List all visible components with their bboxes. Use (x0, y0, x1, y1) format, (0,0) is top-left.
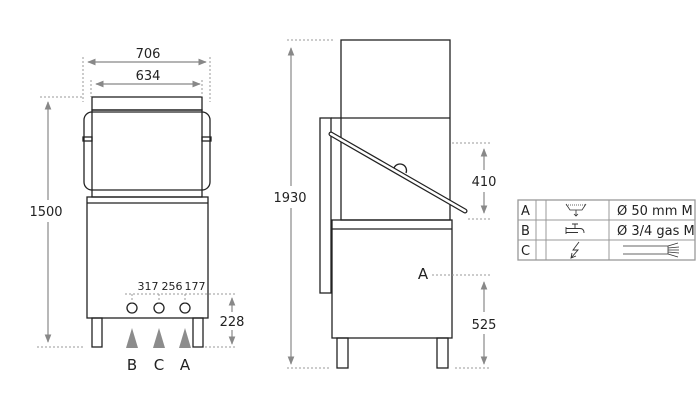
side-base-cabinet (331, 219, 453, 339)
hood-handle (83, 111, 211, 191)
dim-1500-label: 1500 (29, 205, 62, 220)
dim-228-label: 228 (220, 315, 245, 330)
dim-256-label: 256 (162, 280, 183, 293)
label-b: B (127, 356, 137, 374)
arrow-a (179, 328, 191, 348)
side-leg-left (336, 337, 349, 369)
front-base-cabinet (86, 196, 209, 319)
front-leg-right (192, 317, 204, 348)
dim-1930-label: 1930 (273, 191, 306, 206)
front-top-box (91, 96, 203, 111)
handle-pivot-right (201, 136, 212, 142)
side-view: 1930 410 A 525 (273, 39, 497, 369)
row-spec: Ø 50 mm M (617, 204, 693, 219)
row-letter: C (521, 244, 530, 259)
label-a: A (180, 356, 191, 374)
row-letter: B (521, 224, 530, 239)
row-spec: Ø 3/4 gas M (617, 224, 695, 239)
dim-525-label: 525 (472, 318, 497, 333)
side-leg-right (436, 337, 449, 369)
front-leg-left (91, 317, 103, 348)
dim-706-label: 706 (136, 47, 161, 62)
connection-b (126, 302, 138, 314)
dim-634-label: 634 (136, 69, 161, 84)
arrow-c (153, 328, 165, 348)
connections-table (517, 199, 696, 261)
connection-c (153, 302, 165, 314)
table-row-c: C (521, 241, 680, 259)
water-tap-icon (565, 223, 585, 234)
handle-knob (393, 163, 408, 174)
row-letter: A (521, 204, 530, 219)
connection-a (179, 302, 191, 314)
drain-label-a: A (418, 265, 429, 283)
dim-177-label: 177 (185, 280, 206, 293)
front-view: B C A 706 634 1500 317 256 177 228 (29, 47, 244, 374)
table-row-b: B Ø 3/4 gas M (521, 223, 695, 239)
electric-icon (570, 241, 580, 259)
drain-icon (565, 203, 587, 217)
table-row-a: A Ø 50 mm M (521, 203, 693, 219)
dim-410-label: 410 (472, 175, 497, 190)
dim-317-label: 317 (138, 280, 159, 293)
cable-icon (623, 242, 680, 258)
handle-pivot-left (82, 136, 93, 142)
front-hood (91, 109, 203, 198)
arrow-b (126, 328, 138, 348)
side-door-panel (319, 117, 332, 294)
label-c: C (154, 356, 164, 374)
